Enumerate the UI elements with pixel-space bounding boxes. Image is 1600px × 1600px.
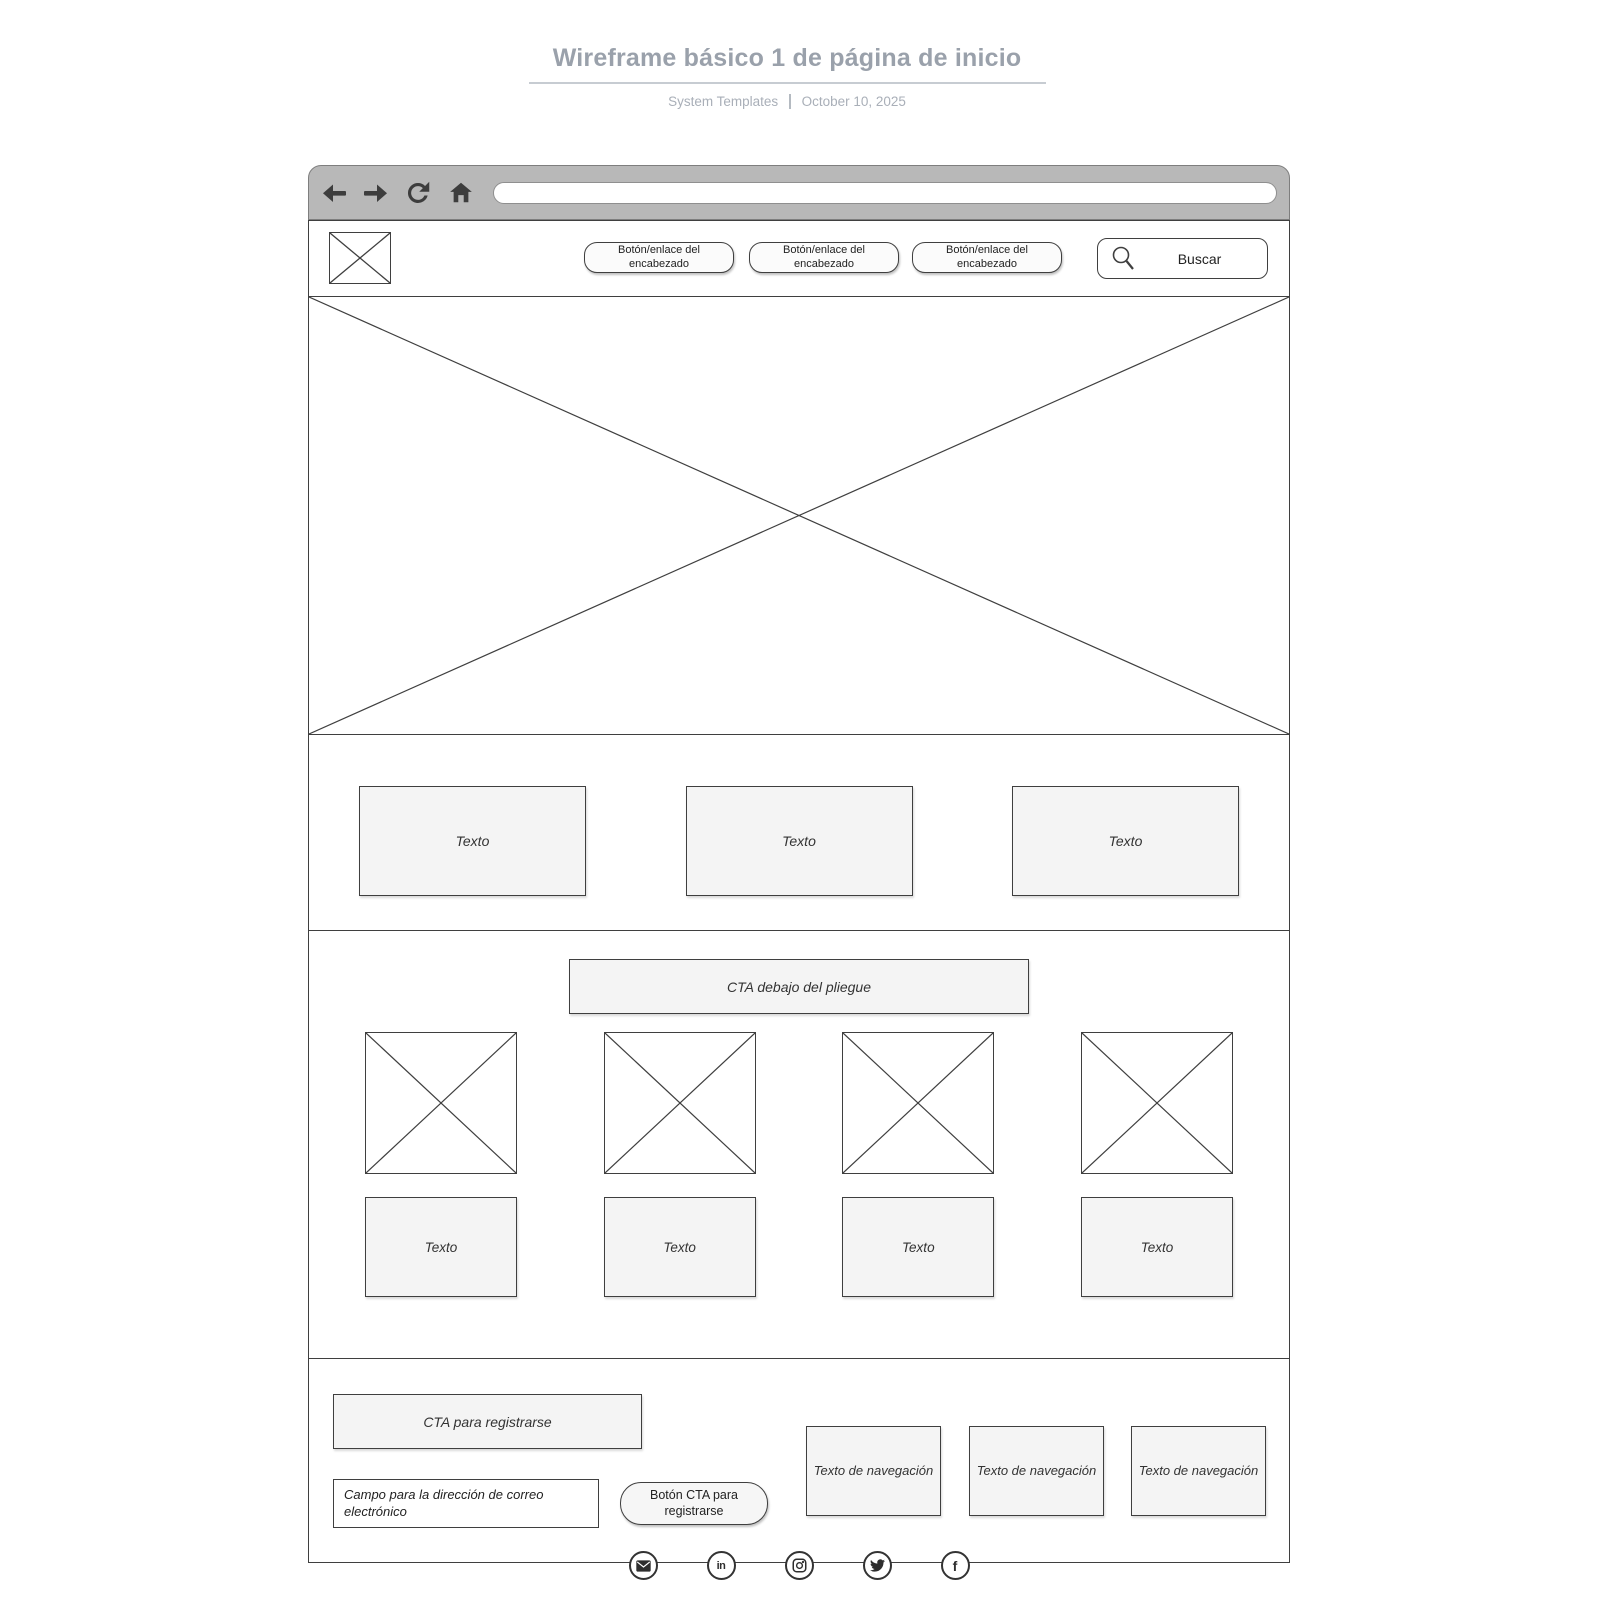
magnifier-icon [1110, 245, 1136, 273]
card-2: Texto [603, 1032, 756, 1297]
linkedin-icon[interactable]: in [706, 1551, 736, 1580]
meta-separator [789, 94, 791, 109]
card-3: Texto [842, 1032, 995, 1297]
refresh-icon[interactable] [403, 178, 433, 208]
document-header: Wireframe básico 1 de página de inicio S… [287, 44, 1287, 109]
site-header: Botón/enlace del encabezado Botón/enlace… [309, 221, 1289, 297]
feature-text-row: Texto Texto Texto [309, 735, 1289, 931]
footer-nav-text-1: Texto de navegación [806, 1426, 941, 1516]
email-icon[interactable] [628, 1551, 658, 1580]
card-4-text: Texto [1080, 1197, 1233, 1297]
card-row: Texto Texto Te [309, 1014, 1289, 1297]
header-nav-button-1[interactable]: Botón/enlace del encabezado [584, 242, 734, 273]
email-field[interactable]: Campo para la dirección de correo electr… [333, 1479, 599, 1528]
doc-date: October 10, 2025 [801, 94, 906, 109]
hero-image-placeholder[interactable] [309, 297, 1289, 735]
feature-text-box-3: Texto [1012, 786, 1239, 896]
signup-cta-button[interactable]: Botón CTA para registrarse [620, 1482, 768, 1525]
search-label: Buscar [1177, 250, 1222, 267]
page-title: Wireframe básico 1 de página de inicio [552, 44, 1022, 72]
footer-nav-text-3: Texto de navegación [1131, 1426, 1266, 1516]
card-4: Texto [1080, 1032, 1233, 1297]
card-2-text: Texto [603, 1197, 756, 1297]
twitter-icon[interactable] [862, 1551, 892, 1580]
title-underline [528, 82, 1046, 84]
header-nav-button-2[interactable]: Botón/enlace del encabezado [749, 242, 899, 273]
feature-text-box-2: Texto [685, 786, 913, 896]
doc-source: System Templates [668, 94, 779, 109]
card-3-image-placeholder[interactable] [842, 1032, 995, 1174]
card-1-text: Texto [365, 1197, 517, 1297]
document-meta: System Templates October 10, 2025 [287, 94, 1287, 109]
header-nav-button-3[interactable]: Botón/enlace del encabezado [912, 242, 1062, 273]
below-fold-section: CTA debajo del pliegue Texto [309, 959, 1289, 1359]
footer-nav-text-2: Texto de navegación [969, 1426, 1104, 1516]
card-1: Texto [365, 1032, 517, 1297]
social-icon-row: in f [309, 1551, 1289, 1580]
wireframe-page: Botón/enlace del encabezado Botón/enlace… [308, 220, 1290, 1580]
below-fold-cta[interactable]: CTA debajo del pliegue [569, 959, 1029, 1014]
back-arrow-icon[interactable] [321, 181, 348, 205]
search-input[interactable]: Buscar [1097, 238, 1268, 279]
card-2-image-placeholder[interactable] [603, 1032, 756, 1174]
logo-image-placeholder[interactable] [329, 232, 391, 284]
site-footer: CTA para registrarse Campo para la direc… [309, 1359, 1289, 1589]
url-bar[interactable] [493, 181, 1277, 204]
card-4-image-placeholder[interactable] [1080, 1032, 1233, 1174]
home-icon[interactable] [447, 180, 475, 206]
card-3-text: Texto [842, 1197, 995, 1297]
facebook-icon[interactable]: f [940, 1551, 970, 1580]
signup-cta[interactable]: CTA para registrarse [333, 1394, 642, 1449]
instagram-icon[interactable] [784, 1551, 814, 1580]
card-1-image-placeholder[interactable] [365, 1032, 517, 1174]
browser-toolbar [308, 165, 1290, 220]
feature-text-box-1: Texto [359, 786, 586, 896]
forward-arrow-icon[interactable] [362, 181, 389, 205]
